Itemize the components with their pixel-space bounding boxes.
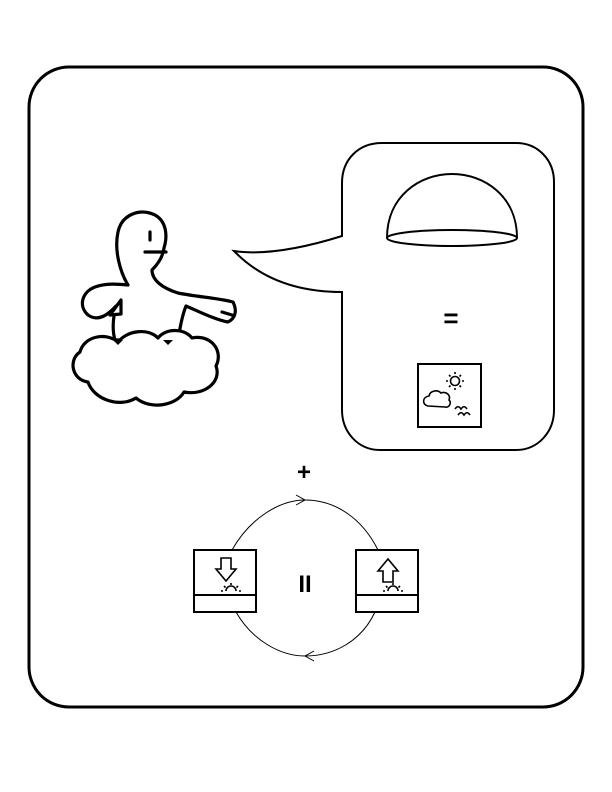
cycle-arrows-icon <box>231 494 379 662</box>
equals-sign: = <box>443 303 458 333</box>
sunrise-icon <box>355 549 419 613</box>
parallel-sign: II <box>298 571 311 598</box>
plus-sign: + <box>297 459 311 486</box>
person-on-cloud-icon <box>71 210 237 407</box>
sunset-icon <box>193 549 257 613</box>
sky-dome-icon <box>386 172 518 247</box>
weather-picture-icon <box>417 363 482 428</box>
